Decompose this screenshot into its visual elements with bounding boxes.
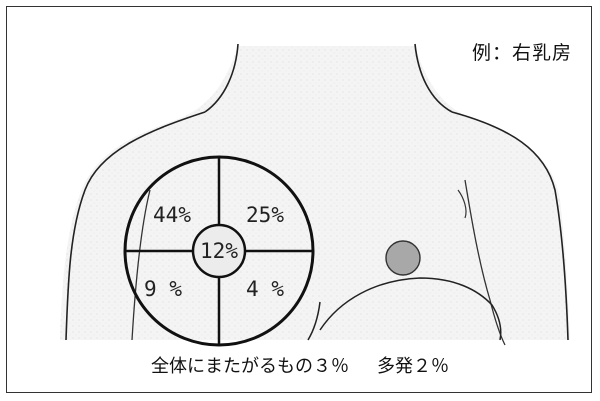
label-lower-inner: 9 %	[144, 277, 182, 301]
right-shoulder-outline	[451, 111, 569, 341]
label-lower-outer: 4 %	[246, 277, 284, 301]
torso-shape	[60, 46, 570, 340]
right-inner-arm-line	[464, 179, 506, 346]
central-circle	[191, 223, 247, 279]
label-upper-outer: 25%	[246, 203, 284, 227]
nipple-marker	[385, 240, 421, 276]
quadrant-chart: 44% 25% 12% 9 % 4 %	[123, 155, 315, 347]
example-label: 例：右乳房	[471, 42, 572, 64]
caption-multiple: 多発２％	[377, 356, 449, 377]
left-shoulder-outline	[65, 111, 206, 341]
right-breast-outline	[319, 277, 502, 341]
left-inner-arm-line	[131, 189, 151, 341]
label-upper-inner: 44%	[153, 203, 191, 227]
right-armpit-fold	[457, 189, 467, 219]
left-breast-curve	[307, 301, 321, 341]
neck-right-outline	[414, 43, 453, 113]
caption-whole-breast: 全体にまたがるもの３％	[151, 356, 349, 377]
caption: 全体にまたがるもの３％ 多発２％	[0, 352, 600, 378]
label-central: 12%	[200, 239, 238, 263]
neck-left-outline	[204, 43, 239, 113]
